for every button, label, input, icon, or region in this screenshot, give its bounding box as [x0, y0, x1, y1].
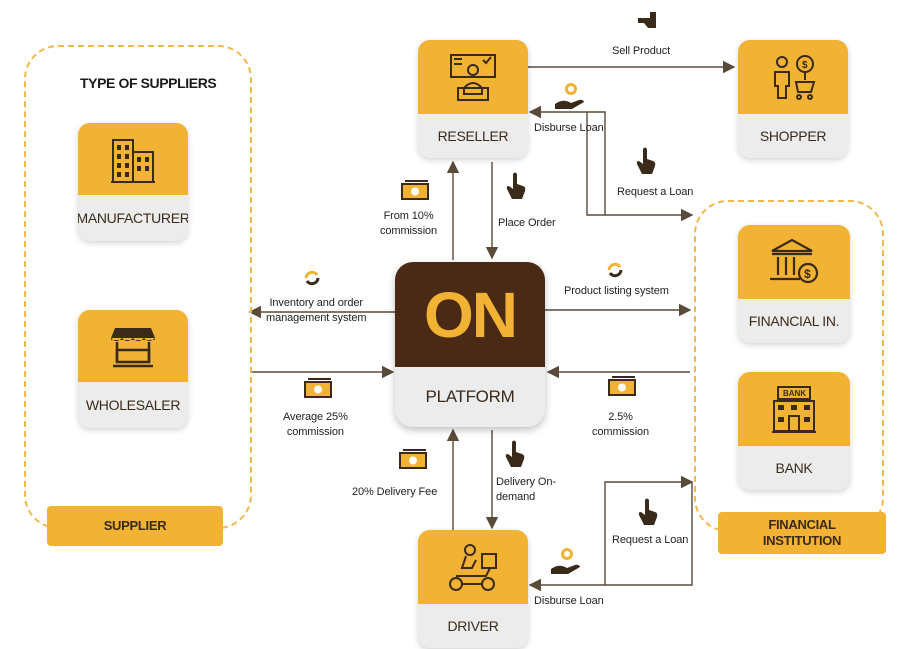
manufacturer-card: MANUFACTURER — [78, 123, 188, 241]
financial-institution-card: $ FINANCIAL IN. — [738, 225, 850, 343]
arrow-request-loan-bottom — [604, 475, 694, 585]
delivery-on-demand-label: Delivery On- demand — [496, 476, 556, 504]
arrow-disburse-loan-bottom — [528, 482, 693, 592]
bank-dollar-icon: $ — [770, 238, 819, 284]
svg-text:BANK: BANK — [783, 389, 806, 398]
reseller-label: RESELLER — [437, 128, 509, 144]
request-loan-top-label: Request a Loan — [617, 186, 694, 198]
building-icon — [111, 139, 155, 183]
presenter-icon — [450, 54, 496, 101]
sell-product-label: Sell Product — [612, 45, 671, 57]
tap-finger-icon — [506, 172, 526, 199]
bank-building-icon: BANK — [772, 386, 816, 433]
tap-finger-icon — [505, 440, 525, 467]
coin-hand-icon — [551, 548, 580, 574]
arrow-disburse-loan-top — [528, 105, 606, 215]
financial-institution-tag: FINANCIAL INSTITUTION — [718, 512, 886, 554]
suppliers-heading: TYPE OF SUPPLIERS — [80, 75, 217, 91]
bank-label: BANK — [775, 460, 813, 476]
shopper-cart-icon: $ — [774, 55, 816, 100]
cash-icon — [401, 180, 429, 200]
driver-card: DRIVER — [418, 530, 528, 648]
storefront-icon — [111, 328, 155, 368]
disburse-loan-bottom-label: Disburse Loan — [534, 595, 604, 607]
platform-logo: ON — [395, 262, 545, 367]
average-commission-label: Average 25% commission — [283, 411, 348, 439]
disburse-loan-top-label: Disburse Loan — [534, 122, 604, 134]
bank-card: BANK BANK — [738, 372, 850, 490]
tap-finger-icon — [638, 498, 658, 525]
supplier-group — [24, 45, 252, 529]
product-listing-label: Product listing system — [564, 285, 669, 297]
wholesaler-card: WHOLESALER — [78, 310, 188, 428]
platform-commission-label: 2.5% commission — [592, 411, 650, 439]
place-order-label: Place Order — [498, 217, 556, 229]
hand-point-icon — [638, 12, 656, 28]
driver-label: DRIVER — [447, 618, 499, 634]
wholesaler-label: WHOLESALER — [85, 397, 181, 413]
sync-icon — [607, 262, 623, 278]
from-commission-label: From 10% commission — [380, 210, 438, 238]
coin-hand-icon — [555, 83, 584, 109]
supplier-tag: SUPPLIER — [47, 506, 223, 546]
scooter-icon — [449, 544, 497, 591]
arrow-request-loan-top — [586, 112, 694, 222]
request-loan-bottom-label: Request a Loan — [612, 534, 689, 546]
platform-name: PLATFORM — [395, 367, 545, 427]
sync-icon — [304, 270, 320, 286]
shopper-card: $ SHOPPER — [738, 40, 848, 158]
financial-institution-label: FINANCIAL IN. — [748, 313, 840, 329]
tap-finger-icon — [636, 147, 656, 174]
delivery-fee-label: 20% Delivery Fee — [352, 486, 438, 498]
inventory-label: Inventory and order management system — [266, 297, 367, 325]
cash-icon — [399, 449, 427, 469]
cash-icon — [304, 378, 332, 398]
platform-card: ON PLATFORM — [395, 262, 545, 427]
svg-text:$: $ — [802, 60, 808, 71]
cash-icon — [608, 376, 636, 396]
svg-text:$: $ — [804, 267, 811, 281]
reseller-card: RESELLER — [418, 40, 528, 158]
manufacturer-label: MANUFACTURER — [78, 210, 188, 226]
shopper-label: SHOPPER — [759, 128, 827, 144]
